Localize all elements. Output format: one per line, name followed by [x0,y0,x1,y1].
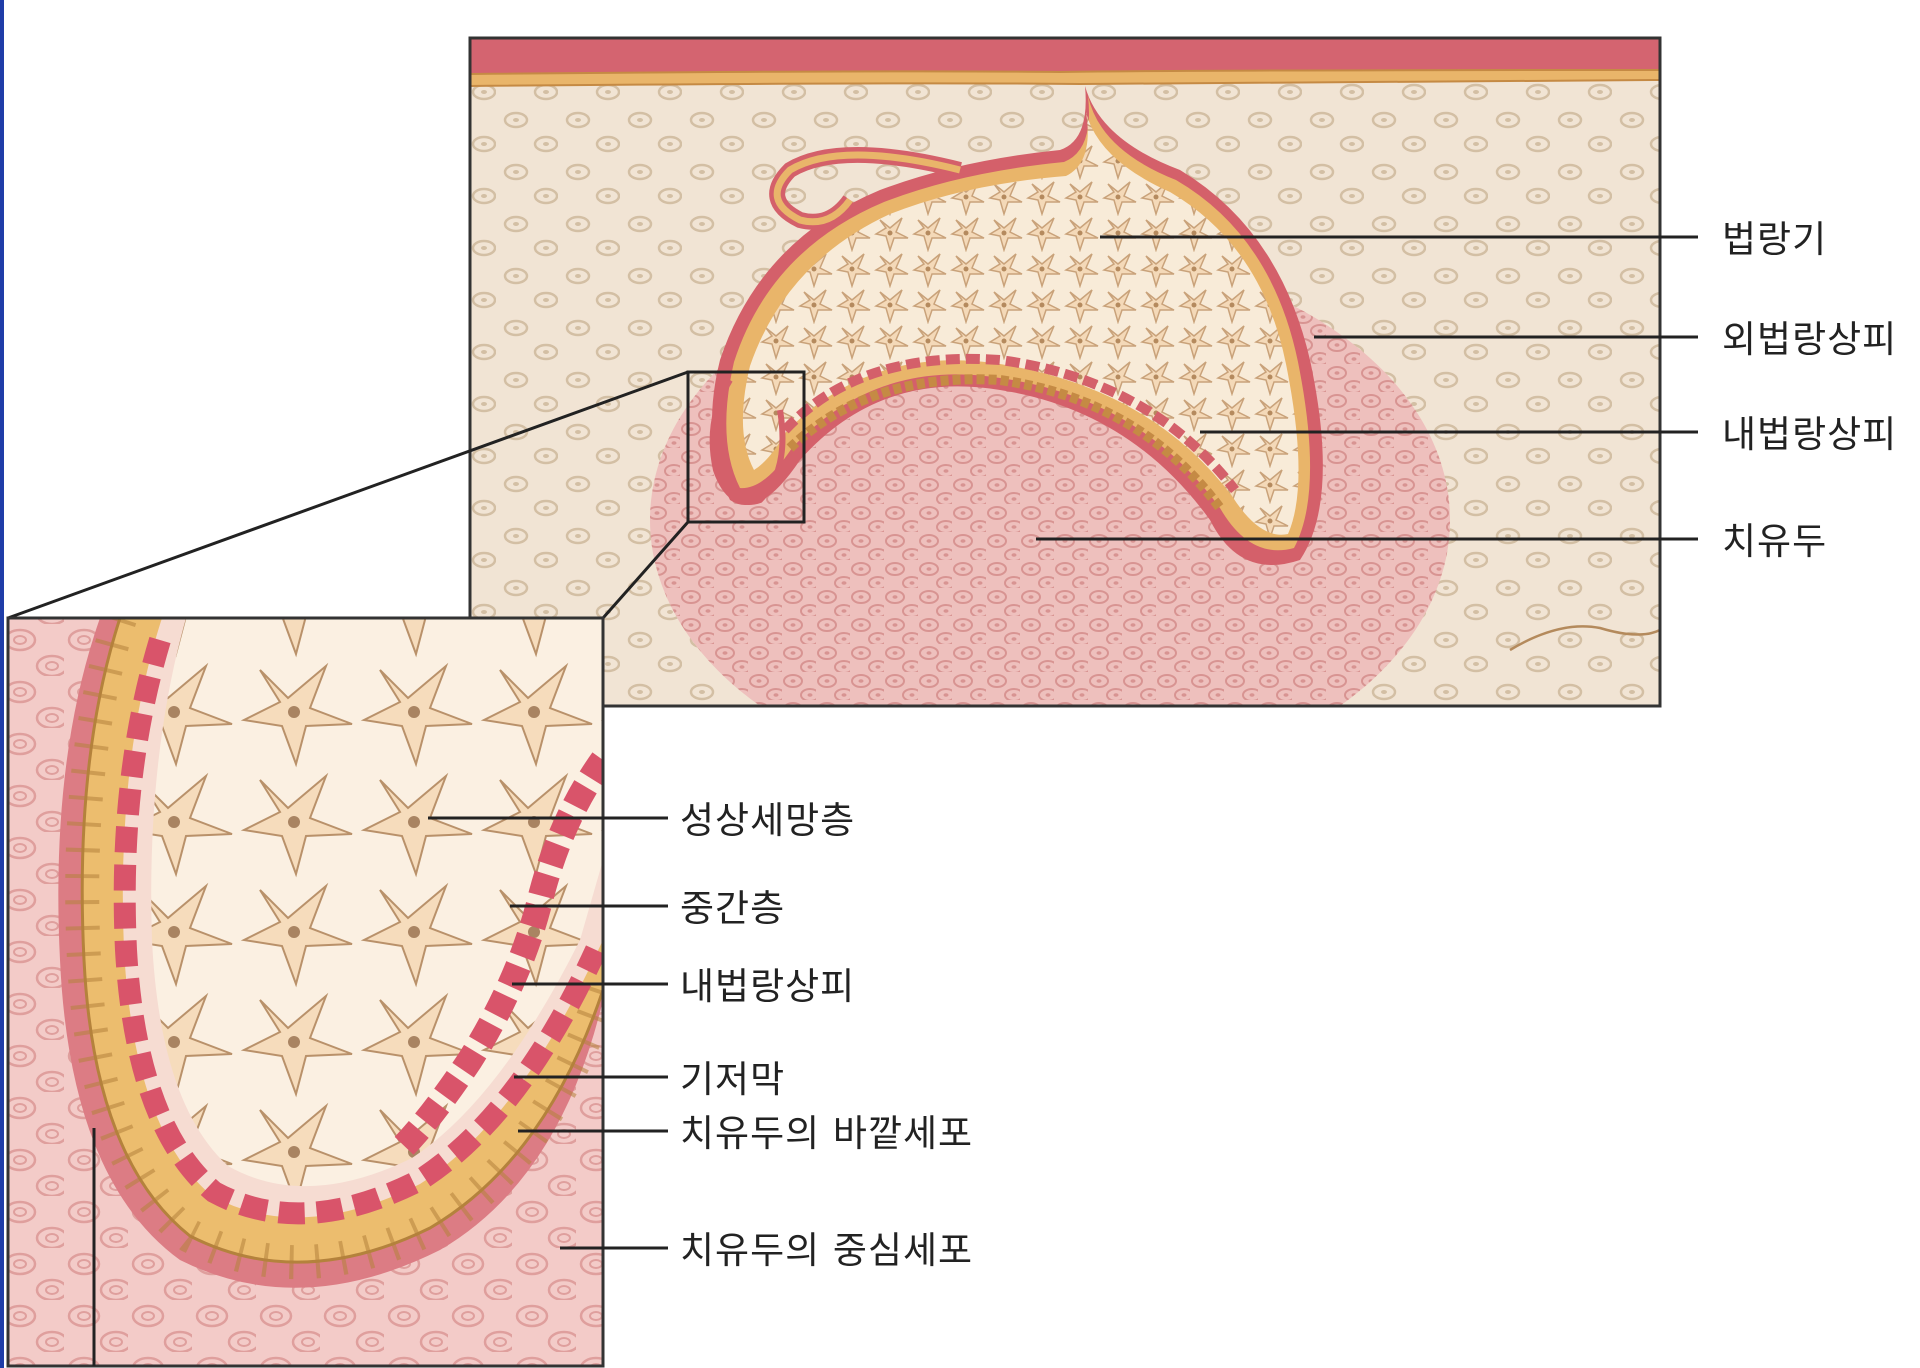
label-dental-papilla: 치유두 [1722,523,1827,560]
label-stellate-reticulum: 성상세망층 [680,802,855,839]
cap-stage-section [470,38,1660,790]
label-stratum-intermedium: 중간층 [680,890,785,927]
label-inner-enamel-epithelium-detail: 내법랑상피 [680,968,855,1005]
label-papilla-central-cells: 치유두의 중심세포 [680,1232,973,1269]
label-basement-membrane: 기저막 [680,1061,785,1098]
label-papilla-outer-cells: 치유두의 바깥세포 [680,1115,973,1152]
label-enamel-organ: 법랑기 [1722,221,1827,258]
label-inner-enamel-epithelium: 내법랑상피 [1722,416,1897,453]
magnified-inset [8,618,603,1366]
label-outer-enamel-epithelium: 외법랑상피 [1722,321,1897,358]
